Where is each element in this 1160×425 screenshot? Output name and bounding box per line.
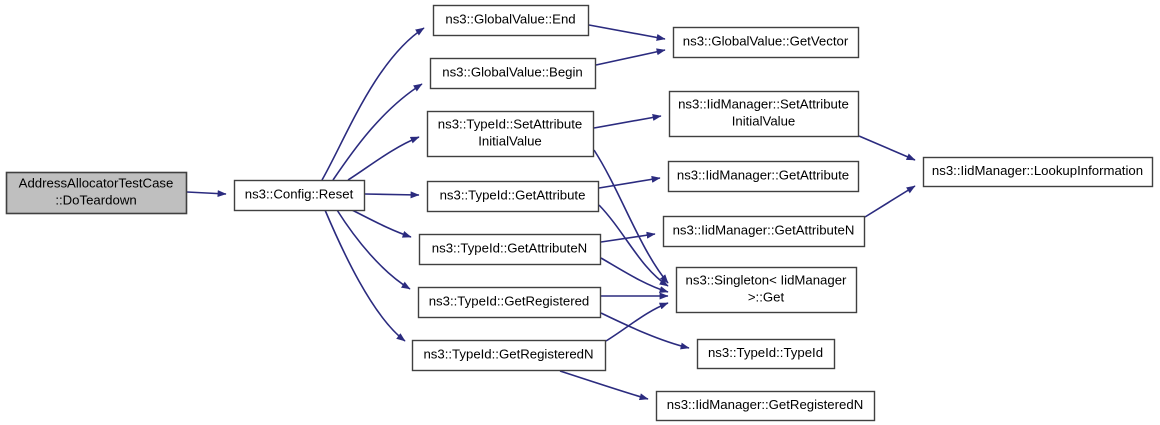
- call-edge: [332, 83, 423, 181]
- node-label: ns3::TypeId::GetAttributeN: [432, 240, 587, 255]
- call-edge: [321, 27, 425, 181]
- graph-node-root[interactable]: AddressAllocatorTestCase::DoTeardown: [5, 171, 188, 215]
- graph-node-tid_getregisteredn[interactable]: ns3::TypeId::GetRegisteredN: [411, 339, 607, 372]
- node-label: InitialValue: [732, 113, 796, 128]
- node-box[interactable]: [668, 90, 860, 138]
- node-box[interactable]: [426, 110, 595, 158]
- graph-node-iid_getattributen[interactable]: ns3::IidManager::GetAttributeN: [662, 215, 866, 248]
- call-edge: [600, 231, 656, 243]
- node-box[interactable]: [429, 57, 597, 90]
- node-label: ns3::IidManager::LookupInformation: [932, 163, 1143, 178]
- call-edge: [347, 136, 420, 181]
- call-edge: [588, 24, 666, 41]
- call-edge: [595, 48, 666, 66]
- call-edge: [336, 209, 411, 290]
- node-label: AddressAllocatorTestCase: [19, 175, 174, 190]
- node-label: ::DoTeardown: [55, 192, 136, 207]
- node-label: ns3::GlobalValue::End: [445, 11, 575, 26]
- graph-node-tid_typeid[interactable]: ns3::TypeId::TypeId: [696, 338, 836, 370]
- node-label: ns3::GlobalValue::GetVector: [683, 33, 849, 48]
- node-box[interactable]: [426, 180, 600, 213]
- call-edge: [600, 257, 669, 293]
- graph-node-gv_getvector[interactable]: ns3::GlobalValue::GetVector: [672, 26, 860, 59]
- call-edge: [593, 114, 662, 129]
- graph-node-iid_setattrinit[interactable]: ns3::IidManager::SetAttributeInitialValu…: [668, 90, 860, 138]
- node-label: ns3::IidManager::GetRegisteredN: [667, 397, 863, 412]
- call-edge: [598, 204, 669, 287]
- edges-layer: [186, 24, 916, 401]
- node-label: ns3::TypeId::SetAttribute: [438, 116, 582, 131]
- node-box[interactable]: [411, 339, 607, 372]
- node-box[interactable]: [655, 390, 876, 422]
- call-edge: [864, 185, 916, 218]
- node-label: >::Get: [748, 289, 785, 304]
- graph-node-tid_getattribute[interactable]: ns3::TypeId::GetAttribute: [426, 180, 600, 213]
- node-box[interactable]: [432, 4, 590, 37]
- node-box[interactable]: [667, 160, 860, 193]
- node-label: ns3::TypeId::GetRegisteredN: [423, 346, 593, 361]
- graph-node-iid_getattribute[interactable]: ns3::IidManager::GetAttribute: [667, 160, 860, 193]
- graph-node-iid_getregisteredn[interactable]: ns3::IidManager::GetRegisteredN: [655, 390, 876, 422]
- node-label: ns3::IidManager::SetAttribute: [678, 96, 849, 111]
- call-edge: [593, 149, 669, 284]
- node-label: ns3::IidManager::GetAttribute: [677, 167, 849, 182]
- call-edge: [858, 135, 916, 161]
- call-edge: [351, 209, 412, 238]
- node-box[interactable]: [696, 338, 836, 370]
- call-edge: [364, 191, 420, 199]
- graph-node-tid_getregistered[interactable]: ns3::TypeId::GetRegistered: [417, 286, 602, 319]
- call-edge: [600, 312, 690, 350]
- node-box[interactable]: [5, 171, 188, 215]
- call-edge: [324, 209, 406, 342]
- call-edge: [186, 190, 227, 198]
- node-box[interactable]: [418, 233, 602, 266]
- node-label: ns3::TypeId::TypeId: [708, 345, 823, 360]
- node-label: ns3::Config::Reset: [245, 186, 354, 201]
- call-edge: [605, 302, 669, 342]
- node-label: InitialValue: [478, 133, 542, 148]
- call-edge: [598, 175, 661, 189]
- graph-node-gv_end[interactable]: ns3::GlobalValue::End: [432, 4, 590, 37]
- graph-node-singleton_get[interactable]: ns3::Singleton< IidManager>::Get: [675, 266, 858, 314]
- node-label: ns3::IidManager::GetAttributeN: [673, 222, 855, 237]
- node-label: ns3::GlobalValue::Begin: [442, 64, 583, 79]
- graph-node-tid_getattributen[interactable]: ns3::TypeId::GetAttributeN: [418, 233, 602, 266]
- node-label: ns3::TypeId::GetRegistered: [429, 293, 590, 308]
- node-box[interactable]: [233, 179, 366, 212]
- graph-node-config_reset[interactable]: ns3::Config::Reset: [233, 179, 366, 212]
- node-box[interactable]: [675, 266, 858, 314]
- node-label: ns3::TypeId::GetAttribute: [440, 187, 586, 202]
- graph-node-gv_begin[interactable]: ns3::GlobalValue::Begin: [429, 57, 597, 90]
- node-box[interactable]: [922, 156, 1154, 188]
- node-box[interactable]: [662, 215, 866, 248]
- graph-node-iid_lookupinformation[interactable]: ns3::IidManager::LookupInformation: [922, 156, 1154, 188]
- node-box[interactable]: [417, 286, 602, 319]
- call-edge: [559, 370, 649, 401]
- node-box[interactable]: [672, 26, 860, 59]
- node-label: ns3::Singleton< IidManager: [686, 272, 848, 287]
